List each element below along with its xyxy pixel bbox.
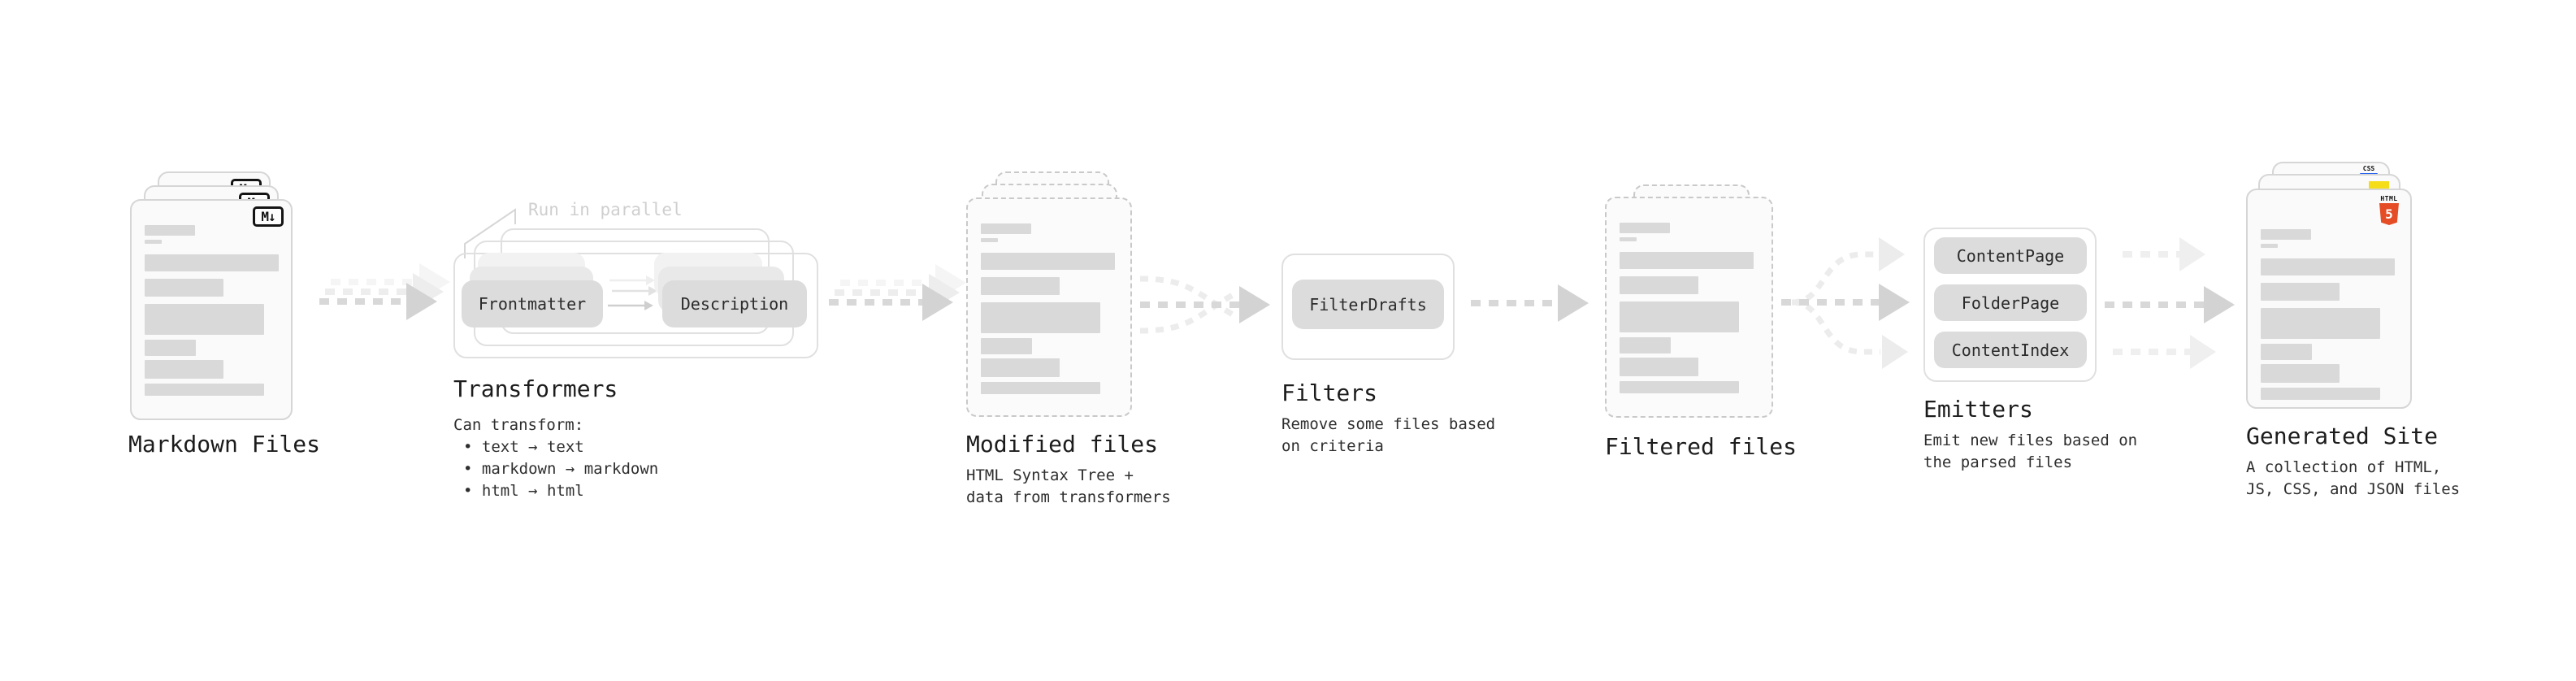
text-placeholder-bars <box>981 223 1115 394</box>
filters-description: Remove some files based on criteria <box>1281 414 1495 458</box>
transform-bullet: • markdown → markdown <box>463 460 659 478</box>
modified-files-description: HTML Syntax Tree + data from transformer… <box>966 465 1171 509</box>
markdown-files-label: Markdown Files <box>128 431 321 458</box>
filtered-files-label: Filtered files <box>1605 433 1798 460</box>
emitters-description-line: Emit new files based on <box>1923 432 2138 449</box>
arrow-emitters-to-generated <box>2105 237 2235 369</box>
frontmatter-chip: Frontmatter <box>462 280 603 327</box>
transform-bullet: • text → text <box>463 438 584 456</box>
filters-box <box>1281 254 1455 360</box>
generated-site-card-front: HTML 5 <box>2246 189 2412 409</box>
generated-site-description-line: JS, CSS, and JSON files <box>2246 480 2461 498</box>
generated-site-description: A collection of HTML, JS, CSS, and JSON … <box>2246 457 2460 501</box>
text-placeholder-bars <box>2261 229 2395 400</box>
css-icon-label: CSS <box>2362 165 2375 172</box>
arrow-markdown-to-transformers <box>319 263 450 320</box>
text-placeholder-bars <box>145 225 279 396</box>
arrow-filters-to-filtered <box>1471 284 1589 322</box>
transformers-description: Can transform: • text → text • markdown … <box>453 414 658 502</box>
transformers-label: Transformers <box>453 375 618 402</box>
modified-file-card-front <box>966 197 1132 417</box>
emitters-description-line: the parsed files <box>1923 453 2073 471</box>
text-placeholder-bars <box>1620 223 1754 393</box>
js-icon <box>2369 181 2389 190</box>
modified-files-description-line: data from transformers <box>966 488 1171 506</box>
filters-label: Filters <box>1281 380 1378 406</box>
filterdrafts-chip: FilterDrafts <box>1292 280 1444 329</box>
run-in-parallel-note: Run in parallel <box>528 200 683 219</box>
filters-description-line: on criteria <box>1281 437 1384 455</box>
folderpage-chip: FolderPage <box>1934 284 2087 321</box>
emitters-description: Emit new files based on the parsed files <box>1923 430 2137 474</box>
contentindex-chip: ContentIndex <box>1934 332 2087 368</box>
html5-icon-number: 5 <box>2385 206 2393 222</box>
html5-icon-shield: 5 <box>2379 203 2399 225</box>
transform-bullet: • html → html <box>463 482 584 500</box>
html5-icon: HTML 5 <box>2379 195 2400 225</box>
transformers-description-title: Can transform: <box>453 416 584 434</box>
arrow-transformers-to-modified <box>829 264 966 321</box>
arrow-modified-to-filters <box>1139 275 1270 334</box>
description-chip: Description <box>662 280 807 327</box>
generated-site-label: Generated Site <box>2246 423 2439 449</box>
transformer-box-front <box>453 253 818 358</box>
modified-files-label: Modified files <box>966 431 1159 458</box>
filtered-file-card-front <box>1605 197 1773 418</box>
modified-files-description-line: HTML Syntax Tree + <box>966 466 1134 484</box>
html5-icon-word: HTML <box>2380 195 2398 202</box>
markdown-file-card-front: M↓ <box>130 199 293 420</box>
emitters-box <box>1923 228 2097 382</box>
contentpage-chip: ContentPage <box>1934 237 2087 274</box>
generated-site-description-line: A collection of HTML, <box>2246 458 2442 476</box>
markdown-icon: M↓ <box>253 206 284 227</box>
arrow-filtered-to-emitters <box>1781 237 1910 369</box>
emitters-label: Emitters <box>1923 396 2033 423</box>
filters-description-line: Remove some files based <box>1281 415 1496 433</box>
